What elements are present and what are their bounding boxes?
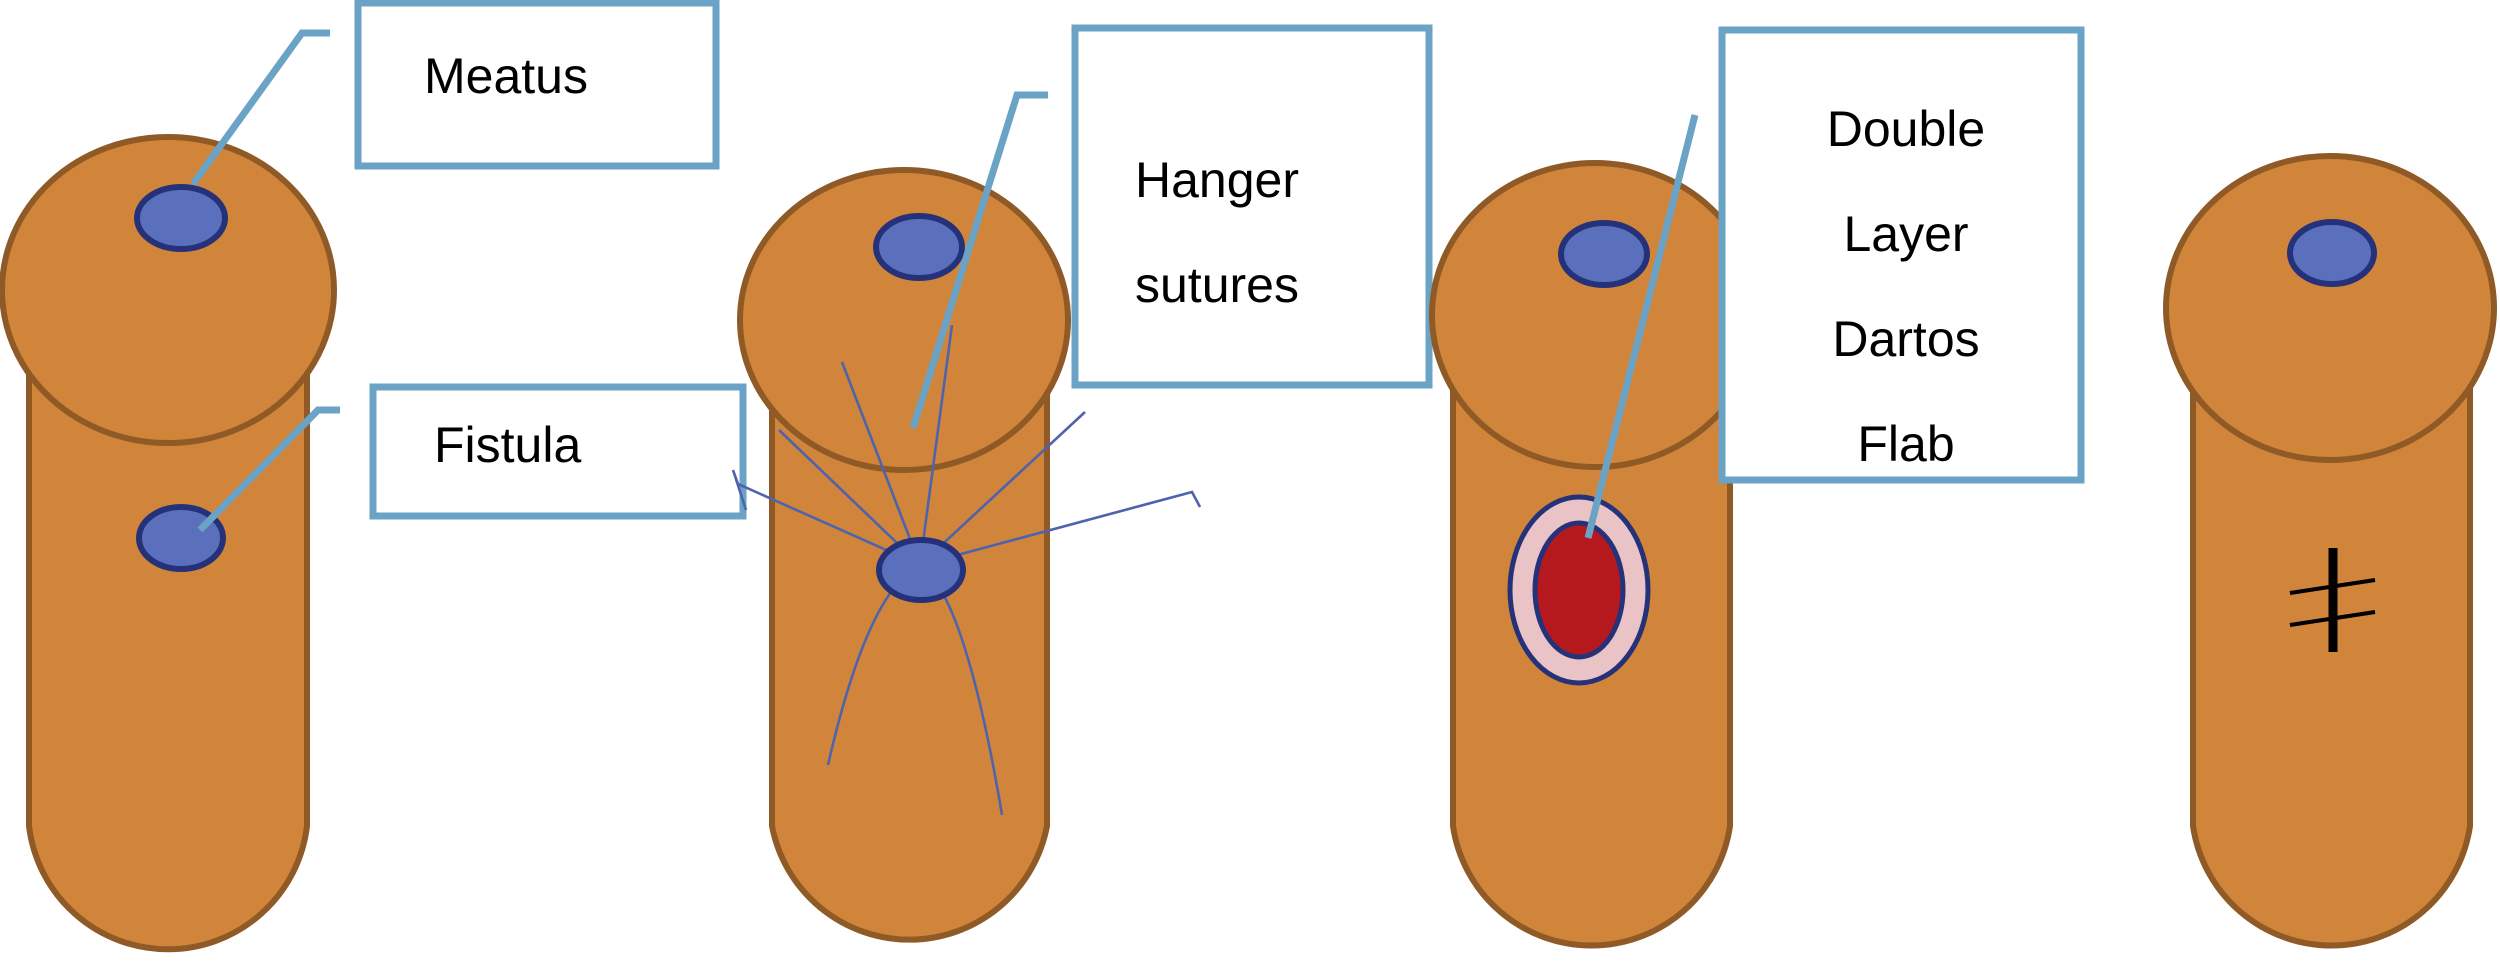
panel-3-dartos-flap: Double Layer Dartos Flab <box>1429 26 2085 949</box>
glans <box>737 167 1071 473</box>
fistula-opening <box>876 537 966 603</box>
flap-label-line-3: Dartos <box>1832 311 1979 367</box>
fistula-opening <box>136 504 226 572</box>
dartos-flap-callout-box <box>1718 26 2085 484</box>
suture-line <box>919 411 1086 566</box>
closure-stitch-upper <box>2289 578 2376 595</box>
suture-line <box>840 361 922 566</box>
glans <box>0 134 337 446</box>
fistula-label: Fistula <box>434 417 581 473</box>
panel-2-hanger-sutures: Hanger sutures <box>731 24 1433 943</box>
flap-label-line-2: Layer <box>1843 206 1968 262</box>
glans <box>1429 160 1761 470</box>
meatus-opening <box>134 184 228 252</box>
hanger-label-line-1: Hanger <box>1135 152 1299 208</box>
hanger-sutures-callout-box <box>1071 24 1433 389</box>
suture-line <box>919 490 1202 567</box>
meatus-label: Meatus <box>424 48 588 104</box>
meatus-opening <box>2287 219 2377 287</box>
glans <box>2163 153 2497 463</box>
meatus-callout-box <box>354 0 720 170</box>
panel-4-closure <box>2163 153 2497 949</box>
meatus-opening <box>1558 220 1650 288</box>
flap-label-line-4: Flab <box>1857 416 1954 472</box>
suture-line <box>918 324 954 566</box>
flap-label-line-1: Double <box>1827 101 1985 157</box>
shaft <box>2190 357 2473 949</box>
double-layer-flap <box>1507 494 1651 686</box>
panel-1-fistula: Meatus Fistula <box>0 0 747 953</box>
fistula-leader-line <box>197 406 340 533</box>
hanger-sutures-leader-line <box>909 91 1048 430</box>
shaft <box>769 377 1050 943</box>
suture-line <box>731 469 921 567</box>
closure-stitch-lower <box>2289 610 2376 627</box>
hanger-label-line-2: sutures <box>1135 257 1299 313</box>
dartos-flap-leader-line <box>1584 114 1699 539</box>
meatus-opening <box>873 213 965 281</box>
fistula-callout-box <box>369 383 747 520</box>
repaired-closure-mark <box>2289 548 2376 652</box>
meatus-leader-line <box>190 29 330 187</box>
flap-inner-tissue <box>1532 520 1626 660</box>
